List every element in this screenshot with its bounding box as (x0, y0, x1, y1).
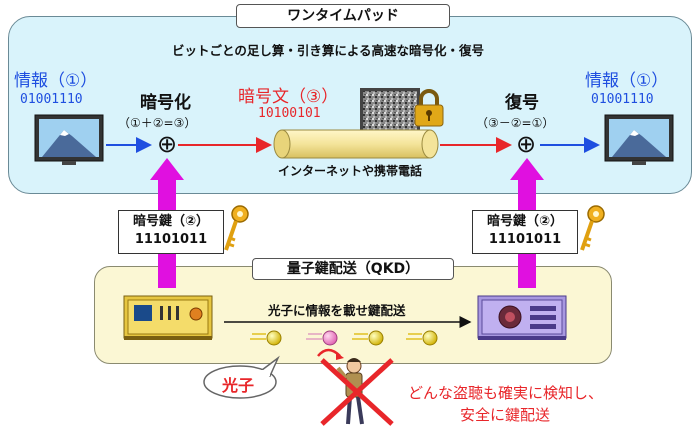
monitor-left-icon (34, 114, 104, 166)
otp-panel (8, 16, 692, 194)
info-right-label: 情報（①） (585, 71, 669, 91)
decrypt-label: 復号 (505, 93, 539, 113)
cipher-label: 暗号文（③） (238, 87, 339, 107)
key-left-bits: 11101011 (134, 232, 208, 247)
channel-label: インターネットや携帯電話 (278, 164, 423, 178)
key-icon-right (576, 204, 606, 256)
monitor-right-icon (604, 114, 674, 166)
key-right-label: 暗号鍵（②） (486, 214, 563, 229)
qkd-title: 量子鍵配送（QKD） (252, 258, 454, 280)
key-right-bits: 11101011 (488, 232, 562, 247)
qkd-receiver-device (477, 295, 567, 340)
cipher-noise-image (360, 88, 420, 134)
channel-tube (273, 129, 439, 159)
photon-3 (352, 330, 384, 346)
key-icon-left (220, 204, 250, 256)
decrypt-formula: （③－②=①） (476, 116, 555, 130)
photon-callout-text: 光子 (222, 376, 255, 395)
qkd-sender-device (123, 295, 213, 340)
transfer-label: 光子に情報を載せ鍵配送 (268, 303, 406, 318)
decrypt-xor-symbol: ⊕ (516, 130, 537, 158)
photon-2-intercepted (306, 330, 338, 346)
blocked-x-icon (320, 358, 394, 426)
security-line-1: どんな盗聴も確実に検知し、 (408, 384, 604, 402)
key-box-right: 暗号鍵（②） 11101011 (472, 210, 578, 254)
otp-title: ワンタイムパッド (236, 4, 450, 28)
encrypt-formula: （①＋②=③） (118, 116, 197, 130)
info-left-label: 情報（①） (14, 71, 98, 91)
key-box-left: 暗号鍵（②） 11101011 (118, 210, 224, 254)
encrypt-label: 暗号化 (140, 93, 191, 113)
info-right-bits: 01001110 (591, 92, 654, 107)
padlock-icon (412, 88, 446, 128)
cipher-bits: 10100101 (258, 106, 321, 121)
photon-4 (406, 330, 438, 346)
info-left-bits: 01001110 (20, 92, 83, 107)
otp-subtitle: ビットごとの足し算・引き算による高速な暗号化・復号 (172, 43, 485, 58)
photon-1 (250, 330, 282, 346)
photon-callout-bubble (203, 355, 280, 399)
encrypt-xor-symbol: ⊕ (157, 130, 178, 158)
security-line-2: 安全に鍵配送 (460, 406, 551, 424)
key-left-label: 暗号鍵（②） (132, 214, 209, 229)
